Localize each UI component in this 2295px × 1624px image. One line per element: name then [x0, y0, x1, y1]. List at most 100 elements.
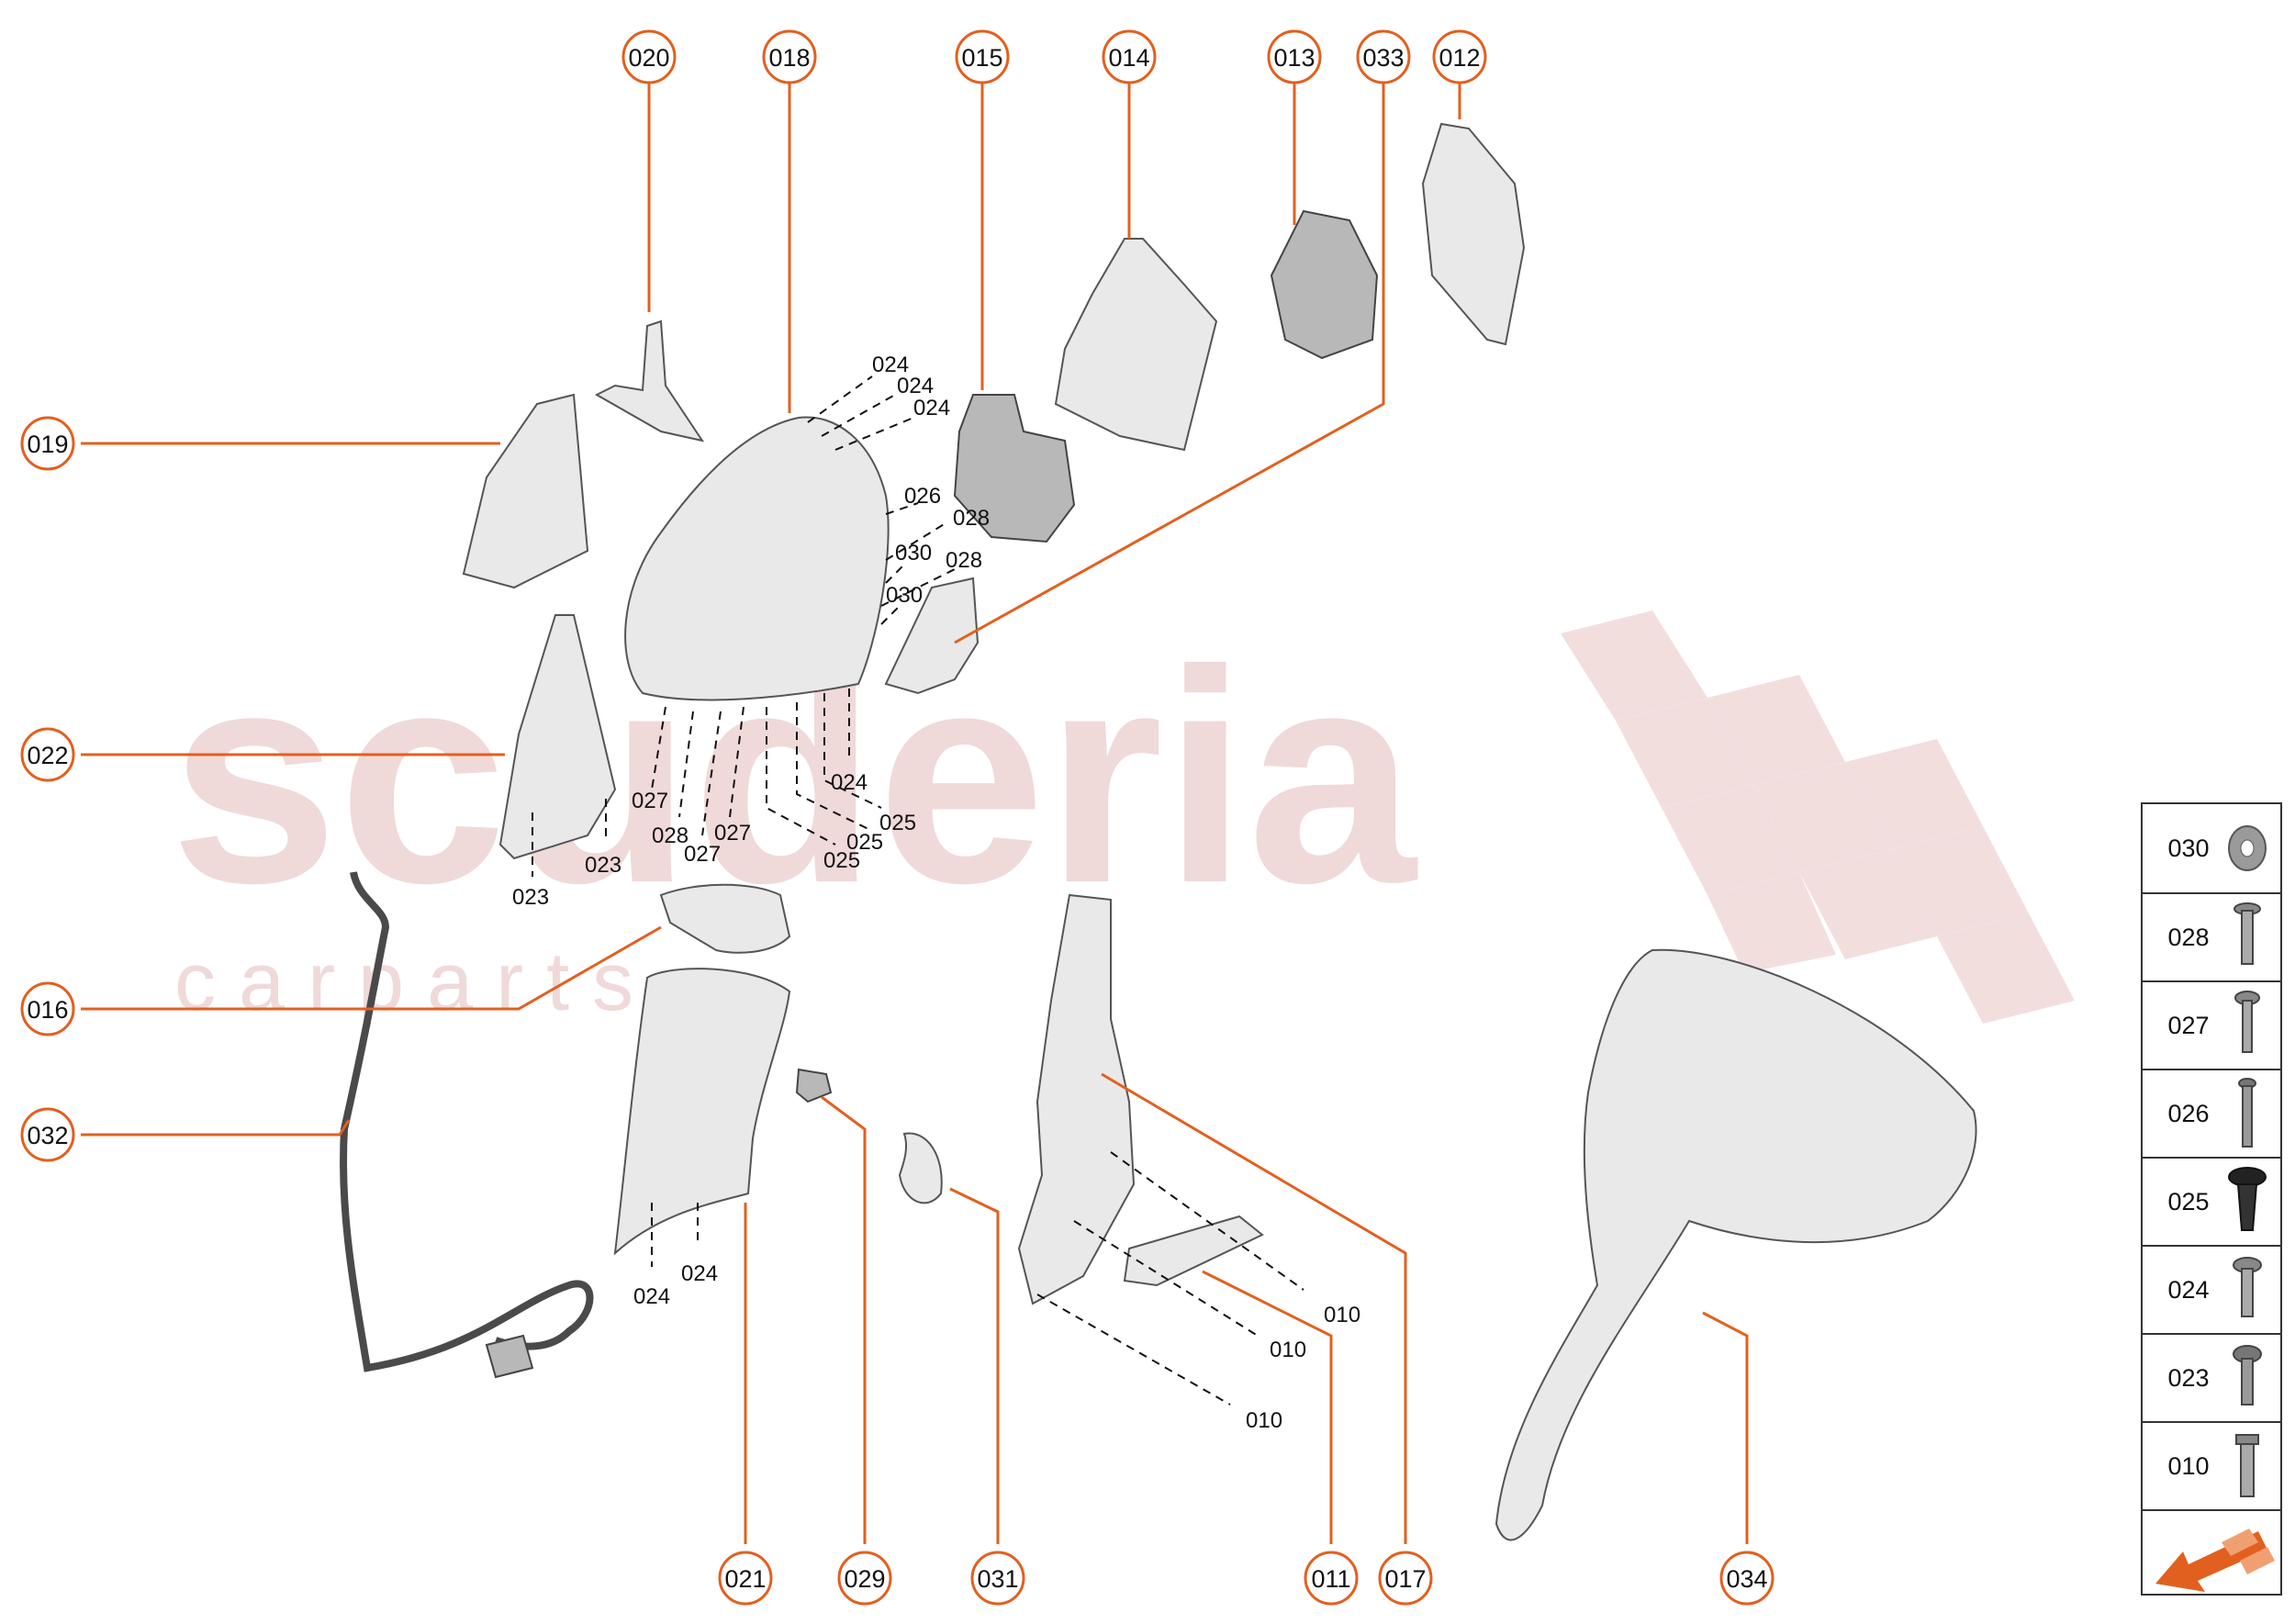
housing-frame-014: [1054, 238, 1218, 452]
svg-text:010: 010: [2167, 1452, 2209, 1480]
svg-text:033: 033: [1362, 44, 1404, 72]
callout-032[interactable]: 032: [20, 1107, 75, 1162]
checkered-flag-icon: [1561, 610, 2075, 1024]
svg-text:026: 026: [2167, 1100, 2209, 1127]
callout-033[interactable]: 033: [1356, 29, 1411, 84]
cover-cap-019: [462, 393, 589, 589]
flange-bolt-icon: [2235, 1434, 2259, 1497]
bracket-020: [594, 319, 705, 442]
callout-031[interactable]: 031: [970, 1551, 1025, 1606]
label-024: 024: [681, 1261, 718, 1286]
cover-033: [884, 577, 980, 695]
push-rivet-icon: [2228, 1167, 2267, 1231]
svg-text:032: 032: [27, 1122, 68, 1149]
callout-013[interactable]: 013: [1267, 29, 1322, 84]
callout-016[interactable]: 016: [20, 981, 75, 1036]
label-028: 028: [953, 506, 990, 531]
legend-row-025: 025: [2167, 1167, 2267, 1231]
label-027: 027: [684, 842, 721, 867]
label-025: 025: [879, 811, 916, 835]
svg-text:014: 014: [1108, 44, 1149, 72]
watermark-tagline: c a r p a r t s: [174, 936, 633, 1028]
callout-018[interactable]: 018: [762, 29, 817, 84]
fastener-legend: 030 028 027 026 025 024 023 010: [2141, 802, 2282, 1596]
dashed-lines: [532, 375, 1304, 1406]
callout-020[interactable]: 020: [621, 29, 677, 84]
callout-011[interactable]: 011: [1304, 1551, 1359, 1606]
svg-text:023: 023: [2167, 1364, 2209, 1392]
small-labels: 024 024 024 026 028 030 028 030 024 027 …: [512, 353, 1360, 1433]
label-024: 024: [913, 396, 950, 420]
label-030: 030: [886, 583, 923, 608]
label-010: 010: [1270, 1338, 1306, 1362]
screw-icon: [2233, 1345, 2262, 1406]
label-024: 024: [897, 374, 934, 398]
motor-013: [1270, 209, 1379, 360]
callout-012[interactable]: 012: [1432, 29, 1487, 84]
screw-icon: [2234, 991, 2260, 1053]
parts: [340, 122, 1977, 1541]
svg-text:018: 018: [768, 44, 810, 72]
callout-021[interactable]: 021: [718, 1551, 773, 1606]
label-024: 024: [633, 1284, 670, 1309]
legend-row-024: 024: [2167, 1257, 2262, 1317]
reflector-022: [498, 614, 617, 860]
legend-row-023: 023: [2167, 1345, 2262, 1406]
label-028: 028: [946, 548, 982, 573]
callout-029[interactable]: 029: [837, 1551, 892, 1606]
svg-text:019: 019: [27, 431, 68, 458]
callouts: 020 018 015 014 013 033 012 019 022 016 …: [20, 29, 1774, 1606]
connector-icon: [485, 1334, 534, 1379]
svg-text:028: 028: [2167, 924, 2209, 951]
callout-015[interactable]: 015: [955, 29, 1010, 84]
legend-row-010: 010: [2167, 1434, 2259, 1497]
wiring-harness-032: [340, 871, 594, 1372]
motor-unit-015: [953, 394, 1076, 543]
label-025: 025: [823, 848, 860, 873]
label-023: 023: [585, 853, 621, 878]
pin-icon: [2238, 1078, 2256, 1148]
label-028: 028: [652, 823, 688, 848]
arm-bracket-017: [1017, 893, 1136, 1305]
label-010: 010: [1246, 1408, 1282, 1433]
label-027: 027: [714, 821, 751, 846]
arm-cover-021: [613, 968, 791, 1256]
callout-034[interactable]: 034: [1719, 1551, 1774, 1606]
gasket-016: [659, 883, 791, 954]
label-030: 030: [895, 541, 932, 566]
svg-text:016: 016: [27, 996, 68, 1024]
callout-017[interactable]: 017: [1378, 1551, 1433, 1606]
gasket-011: [1123, 1215, 1264, 1287]
screw-icon: [2233, 1257, 2262, 1317]
svg-text:021: 021: [724, 1565, 766, 1593]
callout-014[interactable]: 014: [1102, 29, 1157, 84]
svg-text:024: 024: [2167, 1276, 2209, 1304]
svg-text:015: 015: [961, 44, 1002, 72]
svg-text:034: 034: [1726, 1565, 1767, 1593]
orientation-arrow-icon: [2155, 1529, 2275, 1592]
watermark: scuderia c a r p a r t s: [170, 607, 2075, 1028]
callout-022[interactable]: 022: [20, 727, 75, 782]
svg-text:017: 017: [1384, 1565, 1426, 1593]
label-010: 010: [1324, 1303, 1360, 1327]
glass-plate-012: [1421, 122, 1526, 346]
clip-029: [795, 1068, 833, 1103]
label-027: 027: [632, 789, 668, 813]
washer-icon: [2228, 825, 2267, 871]
callout-019[interactable]: 019: [20, 416, 75, 471]
legend-row-027: 027: [2167, 991, 2260, 1053]
leader-lines: [81, 75, 1749, 1544]
svg-text:025: 025: [2167, 1188, 2209, 1215]
svg-text:013: 013: [1273, 44, 1315, 72]
svg-text:029: 029: [844, 1565, 885, 1593]
legend-row-026: 026: [2167, 1078, 2256, 1148]
clip-031: [898, 1132, 943, 1204]
label-024: 024: [831, 770, 868, 795]
mirror-housing-018: [624, 416, 890, 701]
svg-text:031: 031: [977, 1565, 1018, 1593]
label-025: 025: [846, 830, 883, 855]
legend-row-028: 028: [2167, 902, 2261, 965]
label-023: 023: [512, 885, 549, 910]
svg-text:027: 027: [2167, 1012, 2209, 1039]
